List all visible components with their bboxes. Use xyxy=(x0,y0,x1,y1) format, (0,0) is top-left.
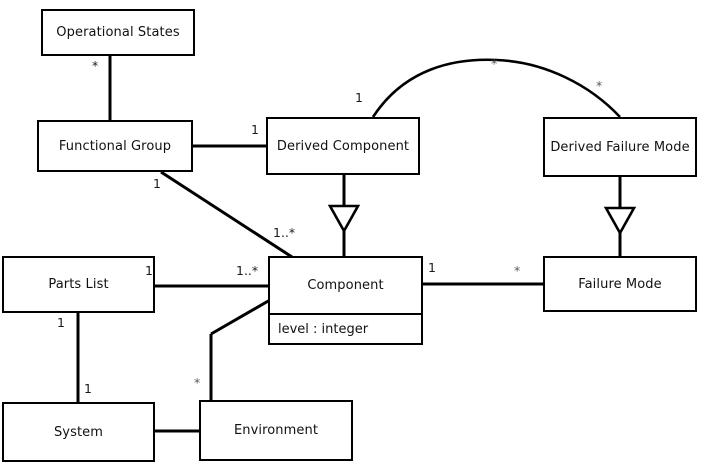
class-box-functional-group[interactable]: Functional Group xyxy=(37,120,193,172)
multiplicity-curve-apex: * xyxy=(491,56,498,71)
multiplicity-parts-list-system: 1 xyxy=(57,315,65,330)
multiplicity-functional-group-component: 1 xyxy=(153,176,161,191)
class-box-operational-states[interactable]: Operational States xyxy=(41,9,195,56)
class-name-environment: Environment xyxy=(233,423,319,438)
class-name-parts-list: Parts List xyxy=(48,277,109,292)
class-box-component[interactable]: Component level : integer xyxy=(268,256,423,345)
edge-functional-group-component xyxy=(160,170,293,259)
multiplicity-component-failure-mode: 1 xyxy=(428,260,436,275)
multiplicity-derived-failure-mode-curve: * xyxy=(596,78,603,93)
multiplicity-component-functional-group: 1..* xyxy=(273,225,296,240)
multiplicity-component-parts-list: 1..* xyxy=(236,263,259,278)
multiplicity-system-parts-list: 1 xyxy=(84,381,92,396)
multiplicity-environment-component: * xyxy=(194,375,201,390)
class-name-derived-component: Derived Component xyxy=(276,138,410,154)
class-box-parts-list[interactable]: Parts List xyxy=(2,256,155,313)
edge-derived-component-derived-failure-mode xyxy=(371,58,621,118)
class-box-derived-component[interactable]: Derived Component xyxy=(266,117,420,175)
edge-environment-component-diagonal xyxy=(210,298,271,336)
multiplicity-operational-states-functional-group: * xyxy=(92,58,99,73)
class-box-derived-failure-mode[interactable]: Derived Failure Mode xyxy=(543,117,697,177)
class-box-environment[interactable]: Environment xyxy=(199,400,353,461)
class-name-system: System xyxy=(53,424,104,440)
generalization-triangle-derived-failure-mode xyxy=(603,206,637,236)
class-name-operational-states: Operational States xyxy=(56,25,180,40)
multiplicity-functional-group-derived-component: 1 xyxy=(251,122,259,137)
class-box-system[interactable]: System xyxy=(2,402,155,462)
class-name-failure-mode: Failure Mode xyxy=(578,276,662,292)
class-box-failure-mode[interactable]: Failure Mode xyxy=(543,256,697,312)
class-attribute-component-level: level : integer xyxy=(270,313,421,343)
multiplicity-parts-list-component: 1 xyxy=(145,263,153,278)
generalization-triangle-derived-component xyxy=(327,204,361,234)
class-name-functional-group: Functional Group xyxy=(58,138,172,154)
multiplicity-derived-component-curve: 1 xyxy=(355,90,363,105)
class-name-derived-failure-mode: Derived Failure Mode xyxy=(550,139,690,155)
class-name-component: Component xyxy=(307,278,384,293)
multiplicity-failure-mode-component: * xyxy=(514,263,521,278)
